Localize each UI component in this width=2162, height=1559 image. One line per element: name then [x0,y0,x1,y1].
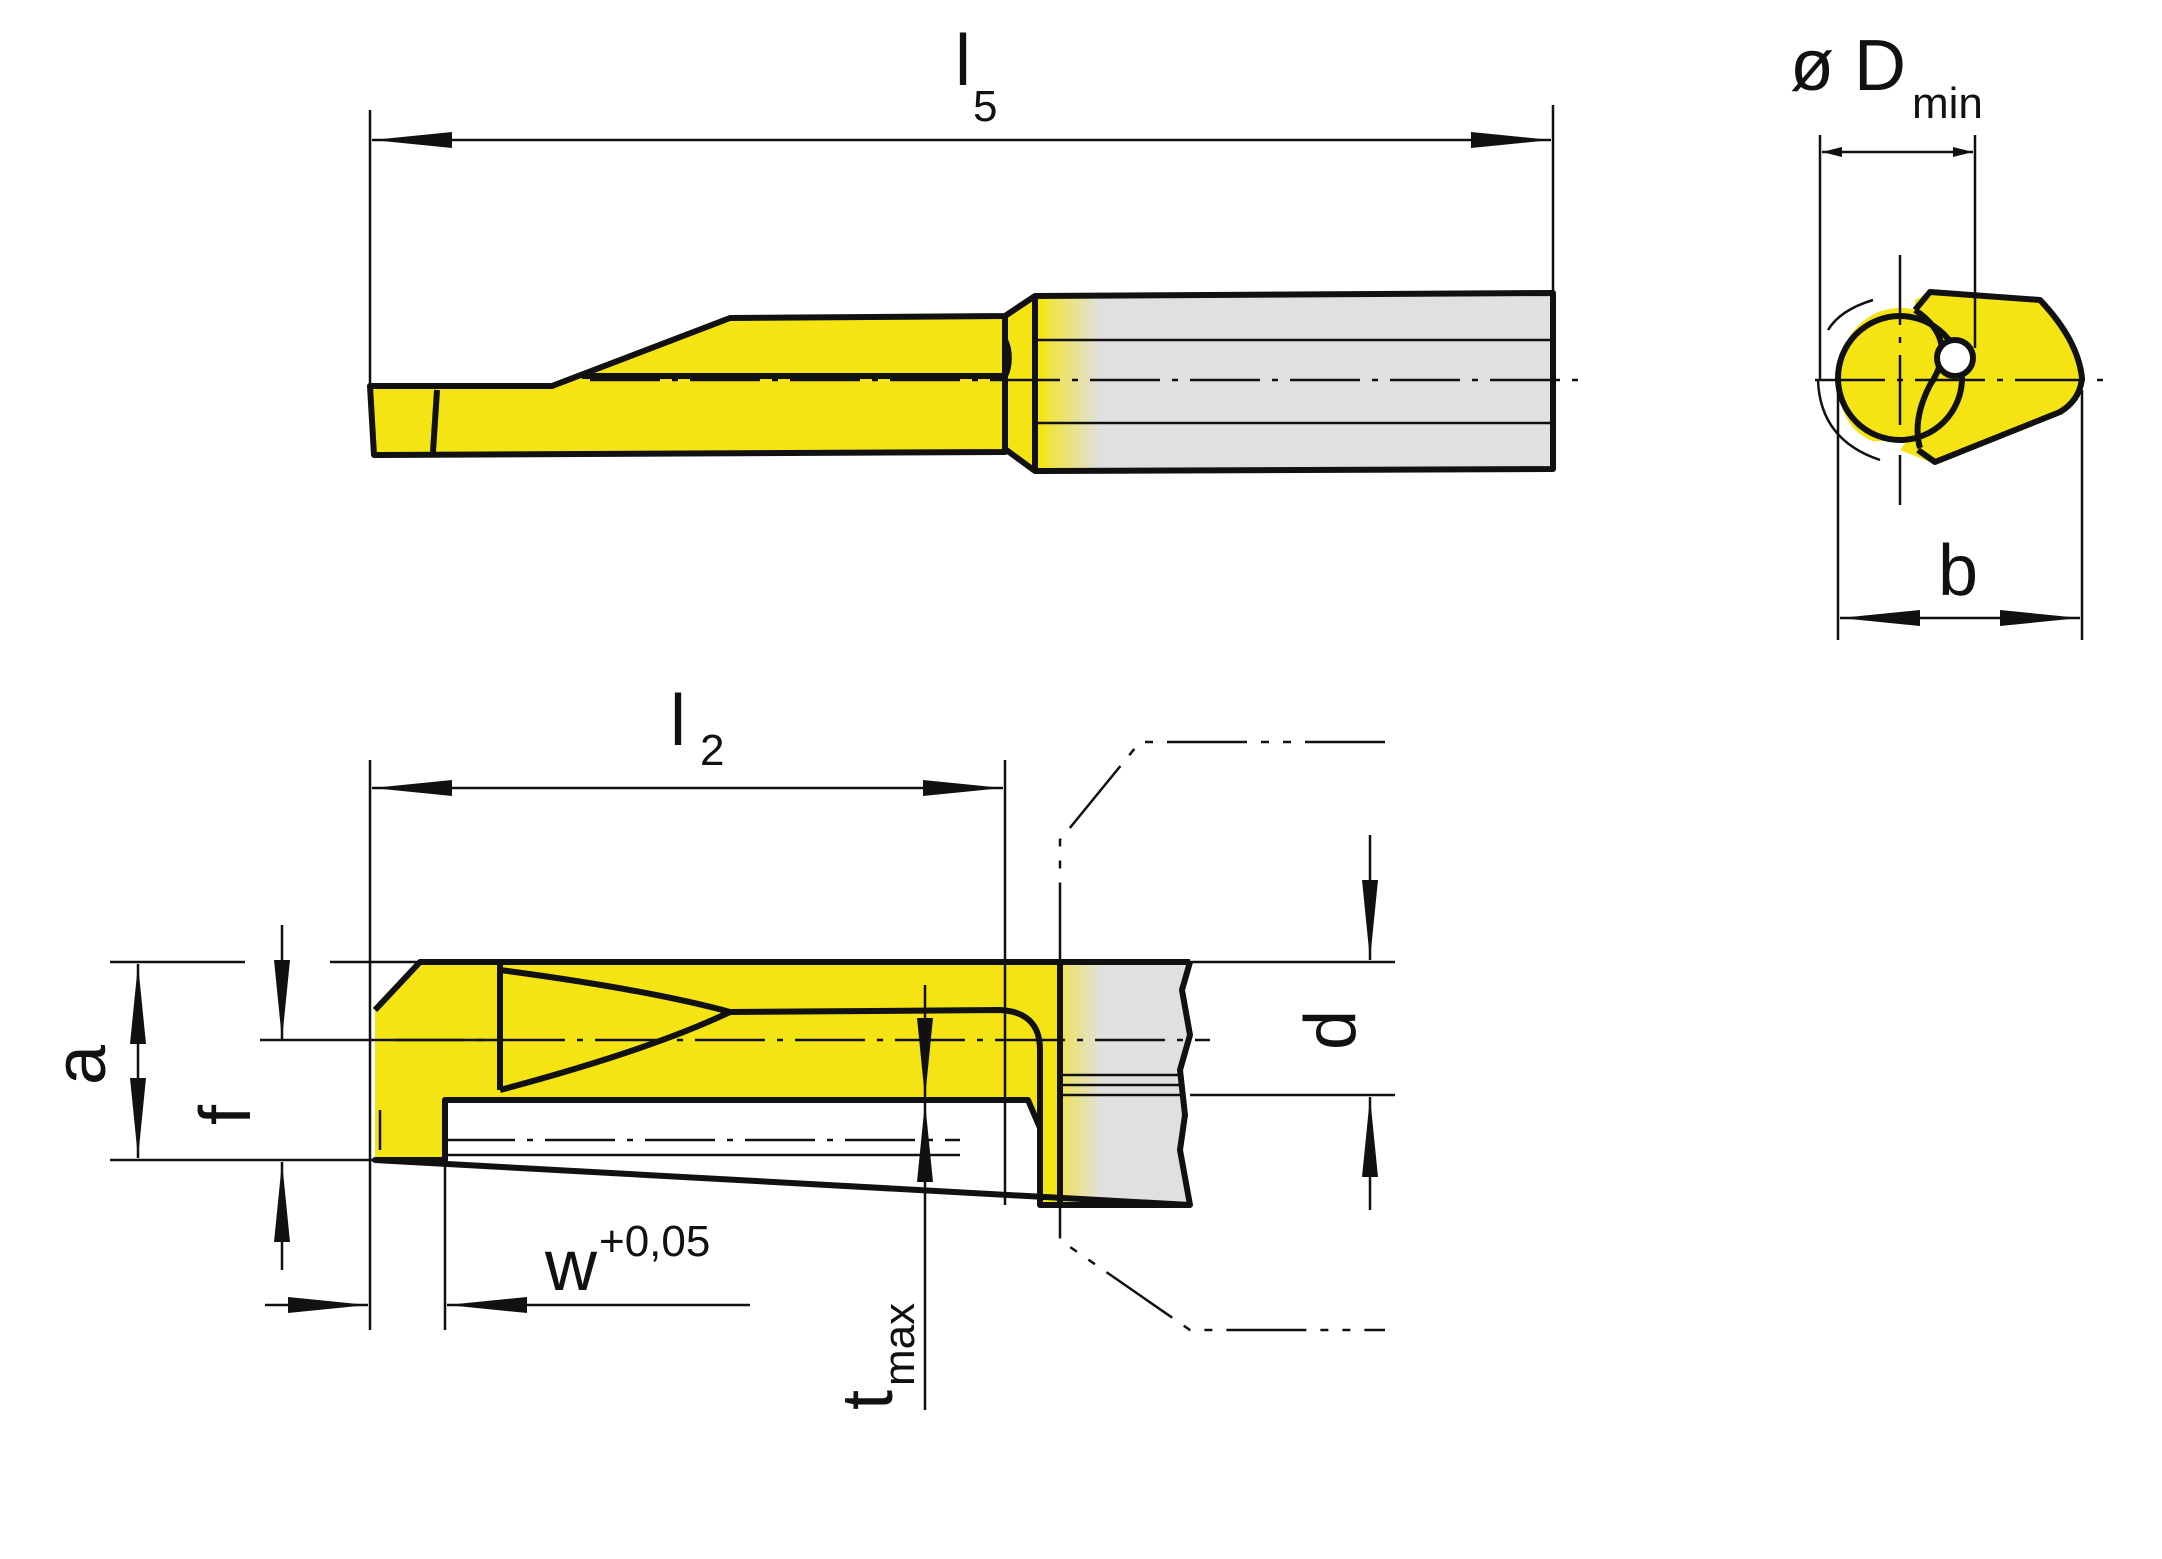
side-insert-body [375,962,1060,1205]
d-label: d [1291,1010,1371,1050]
top-insert-outline [367,290,1556,474]
holder-phantom-outline [1058,740,1385,1332]
dmin-arc-bottom [1816,379,1881,462]
top-neck-curve [1002,338,1012,378]
dmin-arc-top [1826,298,1874,331]
f-label: f [186,1104,266,1125]
end-view-outline [1912,289,2085,465]
top-tip-edge [430,389,440,453]
tmax-label: tmax [828,1303,924,1410]
a-label: a [41,1044,121,1085]
side-neck-line [729,1007,1043,1128]
top-shank [1035,293,1553,471]
top-view: l5 [367,21,1590,474]
top-insert-body [370,296,1045,471]
l5-label: l5 [955,21,997,131]
side-shank-hatch [1060,1073,1180,1097]
side-shank-break [1177,961,1193,1206]
end-view-inner-curve [1913,307,1945,449]
w-label: w+0,05 [544,1217,710,1306]
top-shank-transition [1035,296,1100,471]
b-label: b [1938,531,1978,611]
end-view-hole [1934,337,1976,379]
